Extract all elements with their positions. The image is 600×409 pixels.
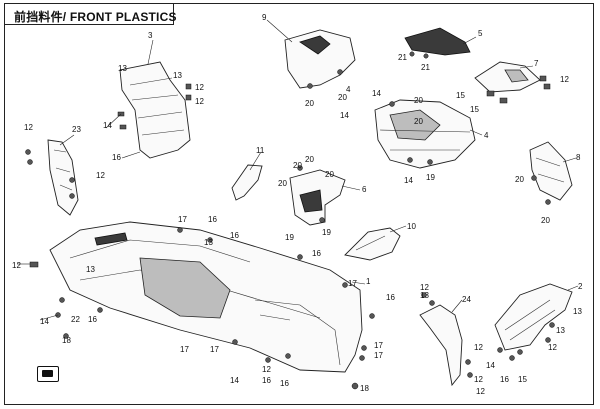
callout-20: 20 <box>305 99 314 108</box>
callout-14: 14 <box>372 89 381 98</box>
callout-12: 12 <box>560 75 569 84</box>
callout-17: 17 <box>374 351 383 360</box>
callout-12: 12 <box>24 123 33 132</box>
callout-13: 13 <box>420 291 429 300</box>
part-1-front-body <box>29 221 375 390</box>
callout-21: 21 <box>421 63 430 72</box>
callout-20: 20 <box>325 170 334 179</box>
callout-10: 10 <box>407 222 416 231</box>
callout-14: 14 <box>40 317 49 326</box>
part-2-right-lower-guard <box>494 283 573 361</box>
callout-12: 12 <box>262 365 271 374</box>
callout-12: 12 <box>195 83 204 92</box>
callout-12: 12 <box>12 261 21 270</box>
callout-22: 22 <box>71 315 80 324</box>
part-8-right-guard <box>529 141 573 205</box>
part-9-top-panel <box>284 29 356 89</box>
callout-12: 12 <box>420 283 429 292</box>
callout-17: 17 <box>374 341 383 350</box>
part-11-bracket <box>231 164 263 201</box>
callout-8: 8 <box>576 153 581 162</box>
callout-18: 18 <box>62 336 71 345</box>
part-23-side-trim <box>25 139 79 216</box>
callout-1: 1 <box>366 277 371 286</box>
callout-16: 16 <box>280 379 289 388</box>
callout-19: 19 <box>285 233 294 242</box>
callout-labels: 3 13 13 12 12 14 16 12 23 12 9 20 20 4 5… <box>12 13 583 396</box>
callout-12: 12 <box>474 375 483 384</box>
callout-16: 16 <box>208 215 217 224</box>
callout-12: 12 <box>195 97 204 106</box>
part-6-center-intake <box>289 165 346 226</box>
part-5-upper-panel <box>404 27 471 59</box>
callout-21: 21 <box>398 53 407 62</box>
callout-18: 18 <box>360 384 369 393</box>
part-24-small-trim <box>419 292 473 387</box>
title-box: 前挡料件/ FRONT PLASTICS <box>4 3 177 25</box>
callout-5: 5 <box>478 29 483 38</box>
callout-13: 13 <box>86 265 95 274</box>
callout-9: 9 <box>262 13 267 22</box>
callout-13: 13 <box>118 64 127 73</box>
callout-6: 6 <box>362 185 367 194</box>
part-7-right-cover <box>474 61 551 104</box>
callout-12: 12 <box>476 387 485 396</box>
callout-16: 16 <box>112 153 121 162</box>
callout-17: 17 <box>180 345 189 354</box>
corner-reference-badge <box>37 366 59 382</box>
badge-mark <box>42 370 53 377</box>
callout-20: 20 <box>338 93 347 102</box>
callout-14: 14 <box>486 361 495 370</box>
callout-20: 20 <box>414 96 423 105</box>
callout-4: 4 <box>346 85 351 94</box>
callout-12: 12 <box>474 343 483 352</box>
part-10-windscreen <box>344 227 401 261</box>
callout-20: 20 <box>515 175 524 184</box>
callout-16: 16 <box>312 249 321 258</box>
callout-15: 15 <box>518 375 527 384</box>
callout-15: 15 <box>456 91 465 100</box>
callout-20: 20 <box>305 155 314 164</box>
callout-13: 13 <box>556 326 565 335</box>
callout-12: 12 <box>96 171 105 180</box>
callout-14: 14 <box>404 176 413 185</box>
callout-16: 16 <box>230 231 239 240</box>
callout-14: 14 <box>103 121 112 130</box>
callout-15: 15 <box>470 105 479 114</box>
callout-20: 20 <box>541 216 550 225</box>
callout-20: 20 <box>414 117 423 126</box>
callout-3: 3 <box>148 31 153 40</box>
callout-7: 7 <box>534 59 539 68</box>
callout-20: 20 <box>278 179 287 188</box>
part-3-side-panel <box>117 61 192 159</box>
callout-11: 11 <box>256 146 265 155</box>
callout-16: 16 <box>500 375 509 384</box>
callout-19: 19 <box>322 228 331 237</box>
callout-16: 16 <box>262 376 271 385</box>
callout-14: 14 <box>340 111 349 120</box>
callout-2: 2 <box>578 282 583 291</box>
callout-13: 13 <box>173 71 182 80</box>
callout-4: 4 <box>484 131 489 140</box>
callout-17: 17 <box>210 345 219 354</box>
callout-24: 24 <box>462 295 471 304</box>
callout-23: 23 <box>72 125 81 134</box>
diagram-frame <box>4 3 594 405</box>
callout-16: 16 <box>88 315 97 324</box>
callout-16: 16 <box>386 293 395 302</box>
callout-17: 17 <box>348 279 357 288</box>
callout-13: 13 <box>573 307 582 316</box>
callout-20: 20 <box>293 161 302 170</box>
page-title: 前挡料件/ FRONT PLASTICS <box>14 10 177 24</box>
callout-17: 17 <box>178 215 187 224</box>
callout-19: 19 <box>426 173 435 182</box>
callout-12: 12 <box>548 343 557 352</box>
callout-14: 14 <box>230 376 239 385</box>
callout-13: 13 <box>204 238 213 247</box>
part-4-center-frame <box>374 99 476 169</box>
leader-lines <box>17 19 579 321</box>
